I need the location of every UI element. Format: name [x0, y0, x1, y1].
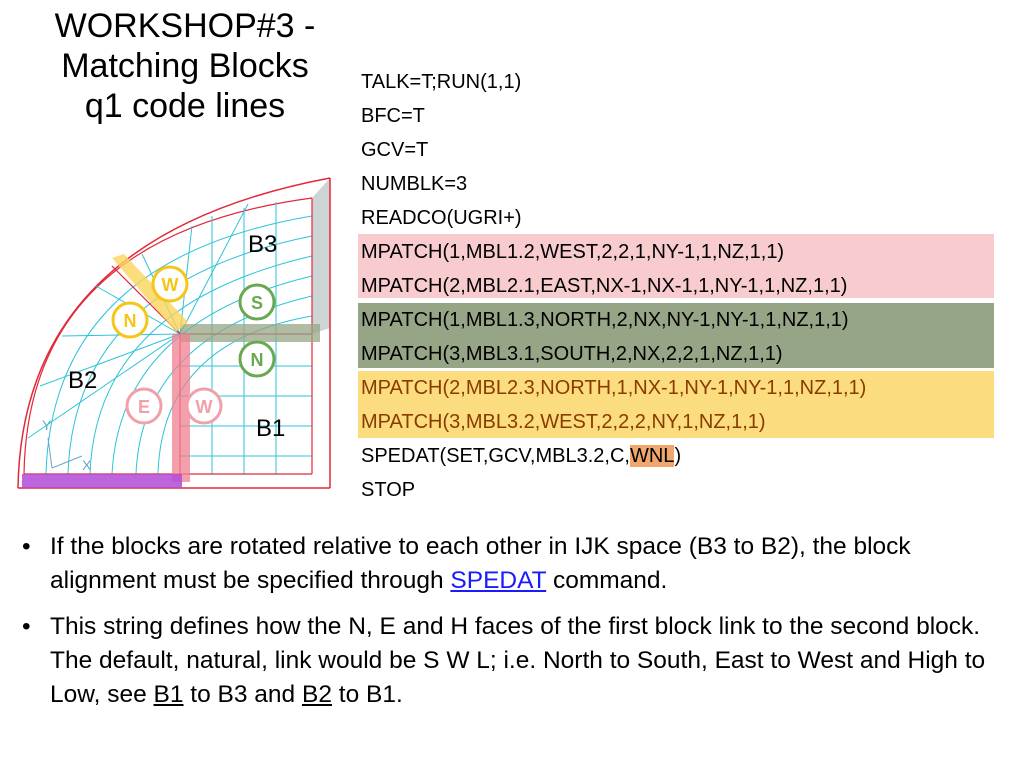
code-line-spedat: SPEDAT(SET,GCV,MBL3.2,C,WNL)	[361, 445, 682, 467]
b2-link[interactable]: B2	[302, 681, 332, 708]
patch-purple-bottom	[22, 474, 182, 488]
face-marker-n-green: N	[238, 340, 276, 378]
axis-x-label: X	[82, 457, 92, 473]
title-line-2: Matching Blocks	[61, 47, 309, 85]
bullet-dot-icon: •	[22, 533, 31, 560]
spedat-link[interactable]: SPEDAT	[450, 567, 547, 594]
svg-text:W: W	[196, 397, 213, 417]
code-line: TALK=T;RUN(1,1)	[361, 71, 522, 93]
bullet-item: • This string defines how the N, E and H…	[22, 610, 1012, 712]
bullet-dot-icon: •	[22, 613, 31, 640]
code-line-mpatch: MPATCH(2,MBL2.3,NORTH,1,NX-1,NY-1,NY-1,1…	[361, 377, 867, 399]
code-line-mpatch: MPATCH(3,MBL3.1,SOUTH,2,NX,2,2,1,NZ,1,1)	[361, 343, 783, 365]
face-marker-w-yellow: W	[151, 265, 189, 303]
bullet-item: • If the blocks are rotated relative to …	[22, 530, 1012, 598]
svg-text:N: N	[124, 311, 137, 331]
axis-y-label: Y	[42, 417, 52, 433]
block-label-b2: B2	[68, 367, 97, 394]
title-line-1: WORKSHOP#3 -	[54, 7, 316, 45]
code-line-mpatch: MPATCH(3,MBL3.2,WEST,2,2,2,NY,1,NZ,1,1)	[361, 411, 766, 433]
block-label-b1: B1	[256, 415, 285, 442]
highlight-pink	[358, 234, 994, 298]
slide-title: WORKSHOP#3 - Matching Blocks q1 code lin…	[20, 6, 350, 126]
svg-text:E: E	[138, 397, 150, 417]
face-marker-n-yellow: N	[111, 301, 149, 339]
svg-text:N: N	[251, 350, 264, 370]
code-line-mpatch: MPATCH(1,MBL1.2,WEST,2,2,1,NY-1,1,NZ,1,1…	[361, 241, 785, 263]
spedat-wnl-highlight: WNL	[629, 445, 675, 467]
block-label-b3: B3	[248, 231, 277, 258]
patch-green-north-south	[180, 324, 320, 342]
face-marker-w-pink: W	[185, 387, 223, 425]
face-marker-e-pink: E	[125, 387, 163, 425]
code-line: STOP	[361, 479, 416, 501]
highlight-green	[358, 303, 994, 368]
title-line-3: q1 code lines	[84, 87, 286, 125]
svg-text:S: S	[251, 293, 263, 313]
patch-yellow-north-west	[112, 254, 188, 332]
code-listing: TALK=T;RUN(1,1) BFC=T GCV=T NUMBLK=3 REA…	[358, 65, 1008, 507]
svg-text:W: W	[162, 275, 179, 295]
code-line-mpatch: MPATCH(2,MBL2.1,EAST,NX-1,NX-1,1,NY-1,1,…	[361, 275, 848, 297]
face-marker-s-green: S	[238, 283, 276, 321]
highlight-yellow	[358, 371, 994, 438]
code-line: BFC=T	[361, 105, 425, 127]
code-line-mpatch: MPATCH(1,MBL1.3,NORTH,2,NX,NY-1,NY-1,1,N…	[361, 309, 849, 331]
code-line: READCO(UGRI+)	[361, 207, 522, 229]
code-line: GCV=T	[361, 139, 429, 161]
block-mesh-diagram: X Y B3 B2 B1 W N S N E W	[17, 177, 331, 489]
b3-east-face	[312, 178, 330, 334]
bullet-list: • If the blocks are rotated relative to …	[22, 530, 1012, 724]
patch-pink-east-west	[172, 334, 190, 482]
b1-link[interactable]: B1	[153, 681, 184, 708]
code-line: NUMBLK=3	[361, 173, 468, 195]
